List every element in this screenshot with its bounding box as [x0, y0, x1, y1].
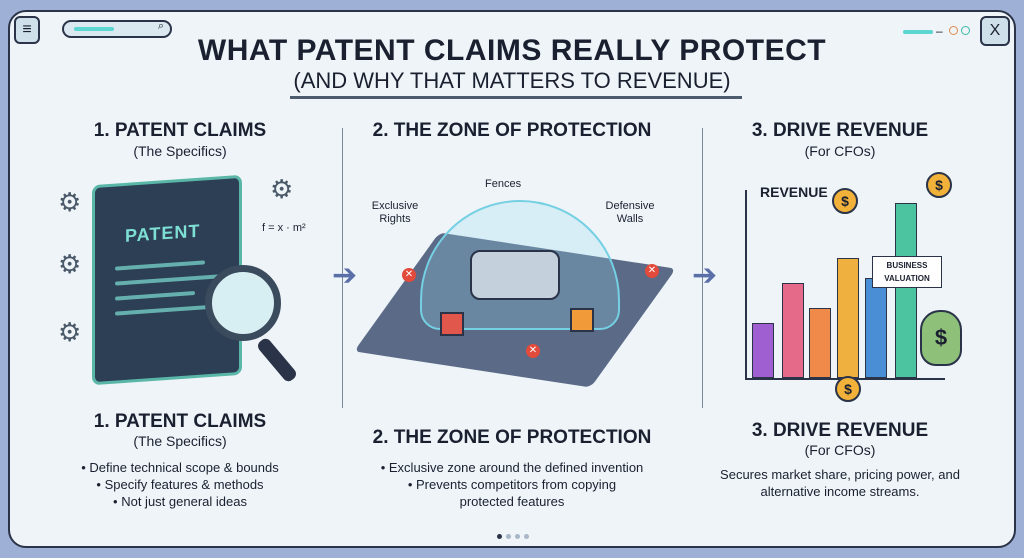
- title-underline: [290, 96, 742, 99]
- col1-heading-bottom: 1. PATENT CLAIMS: [30, 411, 330, 433]
- revenue-label: REVENUE: [760, 184, 828, 200]
- col1-bullet: • Define technical scope & bounds: [15, 459, 345, 476]
- arrow-right-icon: ➔: [332, 258, 357, 293]
- chart-bar: [865, 278, 887, 378]
- col2-heading: 2. THE ZONE OF PROTECTION: [362, 120, 662, 142]
- col3-heading: 3. DRIVE REVENUE: [690, 120, 990, 142]
- gear-icon: ⚙: [58, 188, 81, 216]
- gear-icon: ⚙: [270, 175, 293, 203]
- carousel-indicator[interactable]: [497, 526, 533, 544]
- invention-device: [470, 250, 560, 300]
- patent-label: PATENT: [125, 221, 200, 247]
- page-title: WHAT PATENT CLAIMS REALLY PROTECT: [0, 34, 1024, 68]
- blocked-wall: [570, 308, 594, 332]
- col1-subheading-bottom: (The Specifics): [30, 433, 330, 449]
- chart-bar: [809, 308, 831, 378]
- search-icon: ⌕: [158, 20, 164, 33]
- col1-subheading: (The Specifics): [30, 143, 330, 159]
- chart-bar: [837, 258, 859, 378]
- col1-bullet: • Not just general ideas: [15, 493, 345, 510]
- blocked-icon: ✕: [402, 268, 416, 282]
- fences-label: Fences: [485, 178, 521, 191]
- defensive-walls-label: Defensive Walls: [600, 200, 660, 226]
- col2-heading-bottom: 2. THE ZONE OF PROTECTION: [362, 427, 662, 449]
- col2-bullet: • Exclusive zone around the defined inve…: [347, 459, 677, 476]
- blocked-wall: [440, 312, 464, 336]
- col1-bullet: • Specify features & methods: [15, 476, 345, 493]
- coin-icon: $: [835, 376, 861, 402]
- gear-icon: ⚙: [58, 250, 81, 278]
- chart-bar: [895, 203, 917, 378]
- exclusive-rights-label: Exclusive Rights: [360, 200, 430, 226]
- col2-bullet: • Prevents competitors from copying prot…: [397, 476, 627, 510]
- col1-heading: 1. PATENT CLAIMS: [30, 120, 330, 142]
- coin-icon: $: [926, 172, 952, 198]
- formula-text: f = x · m²: [262, 222, 306, 234]
- page-subtitle: (AND WHY THAT MATTERS TO REVENUE): [0, 68, 1024, 94]
- blocked-icon: ✕: [526, 344, 540, 358]
- coin-icon: $: [832, 188, 858, 214]
- col3-subheading-bottom: (For CFOs): [690, 442, 990, 458]
- business-valuation-label: BUSINESS VALUATION: [872, 256, 942, 288]
- chart-bar: [752, 323, 774, 378]
- gear-icon: ⚙: [58, 318, 81, 346]
- col3-subheading: (For CFOs): [690, 143, 990, 159]
- col3-heading-bottom: 3. DRIVE REVENUE: [690, 420, 990, 442]
- money-bag-icon: $: [920, 310, 962, 366]
- magnifier-icon: [205, 265, 281, 341]
- arrow-right-icon: ➔: [692, 258, 717, 293]
- col3-description: Secures market share, pricing power, and…: [690, 466, 990, 500]
- chart-bar: [782, 283, 804, 378]
- blocked-icon: ✕: [645, 264, 659, 278]
